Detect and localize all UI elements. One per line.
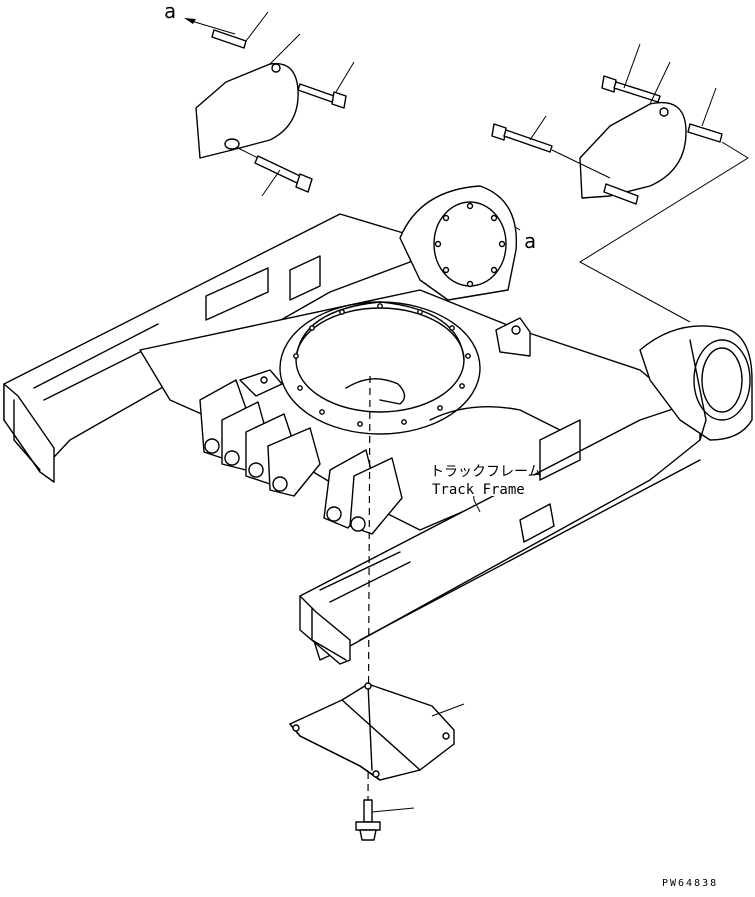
swing-circle-holes xyxy=(293,303,471,427)
bolt-left-upper xyxy=(297,83,335,103)
ref-a-mid-label: a xyxy=(524,229,536,253)
leader-guard-left xyxy=(269,33,301,65)
left-rail-channel xyxy=(13,399,41,471)
left-idler-holes xyxy=(434,202,506,288)
axis-bolt-left-lower xyxy=(237,147,259,159)
leader-bolt-right-top xyxy=(623,43,641,89)
drawing-code: PW64838 xyxy=(662,878,718,889)
rear-brackets xyxy=(323,449,403,535)
front-brackets xyxy=(199,369,321,497)
under-cover-hole-3 xyxy=(442,732,450,740)
pin-left xyxy=(211,29,247,49)
under-cover-ribs xyxy=(289,683,421,781)
under-cover-hole-4 xyxy=(372,770,380,778)
right-rail-lower-edge xyxy=(359,459,701,641)
right-idler-bore-inner xyxy=(701,347,743,413)
bottom-bolt-flange xyxy=(355,821,381,831)
bolt-right-top xyxy=(613,81,661,103)
left-rail-window xyxy=(205,267,269,321)
right-rail-top xyxy=(299,399,701,661)
left-idler-bore xyxy=(433,201,507,287)
leader-bolt-left-lower xyxy=(261,169,281,197)
bolt-head-left-upper xyxy=(331,91,347,109)
under-cover-hole-1 xyxy=(364,682,372,690)
track-frame xyxy=(3,185,753,665)
right-rail-slot xyxy=(319,551,411,603)
leader-pin-left xyxy=(245,11,269,42)
left-guard-assembly xyxy=(184,11,355,197)
right-guard-assembly xyxy=(491,43,749,323)
leader-pin-right xyxy=(701,87,717,127)
bottom-bolt-shank xyxy=(363,799,373,823)
right-idler-bore xyxy=(693,339,751,421)
left-rail-end xyxy=(3,383,55,483)
guard-boss-left xyxy=(224,138,240,150)
bolt-head-right-top xyxy=(601,75,617,93)
guard-hole-right xyxy=(659,107,669,117)
part-name-en: Track Frame xyxy=(432,482,525,498)
bolt-left-lower xyxy=(254,155,301,184)
pin-right-lower xyxy=(603,183,639,205)
bolt-head-right-side xyxy=(491,123,507,141)
guard-plate-right xyxy=(579,101,687,199)
leader-bolt-right-side xyxy=(529,115,547,141)
center-lug xyxy=(495,317,531,357)
label-backdrop xyxy=(428,456,534,496)
right-idler-strap xyxy=(689,339,707,441)
arrow-a-top-icon xyxy=(184,18,196,24)
axis-bolt-right-side xyxy=(551,149,611,179)
bottom-bolt xyxy=(355,799,415,841)
swing-circle-rim xyxy=(295,301,465,361)
bolt-right-side xyxy=(503,129,553,153)
leader-guard-right xyxy=(649,61,671,105)
under-cover xyxy=(289,682,465,781)
pin-right xyxy=(687,123,723,143)
ref-a-top-label: a xyxy=(164,0,176,23)
under-cover-hole-2 xyxy=(292,724,300,732)
guard-hole-left xyxy=(271,63,281,73)
right-rail-cutout xyxy=(429,406,561,431)
right-rail-channel xyxy=(311,607,347,661)
right-rail-window xyxy=(519,503,555,543)
center-opening xyxy=(345,378,406,405)
ref-line-a-top xyxy=(187,19,236,35)
bottom-bolt-head xyxy=(359,829,377,841)
ref-line-right xyxy=(579,141,749,323)
left-rail-window-2 xyxy=(289,255,321,301)
part-name-jp: トラックフレーム xyxy=(430,464,542,480)
leader-bottom-bolt xyxy=(371,807,415,813)
guard-plate-left xyxy=(195,62,299,159)
swing-circle-inner xyxy=(295,307,465,413)
leader-under-cover xyxy=(431,703,465,717)
bolt-head-left-lower xyxy=(295,173,313,193)
center-lug-hole xyxy=(511,325,521,335)
left-rail-slot xyxy=(33,323,159,401)
leader-bolt-left-upper xyxy=(335,61,355,93)
right-rail-window-2 xyxy=(539,419,581,481)
